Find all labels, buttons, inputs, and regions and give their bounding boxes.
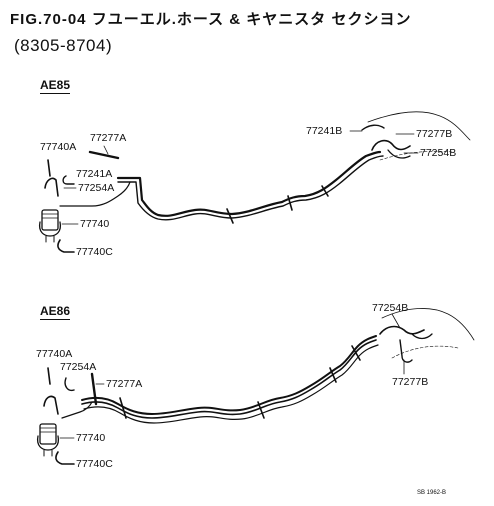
ae85-canister — [38, 209, 62, 243]
part-77277a: 77277A — [90, 132, 127, 144]
ae86-canister — [36, 423, 60, 457]
ae86-hose-77277a — [90, 372, 98, 406]
part-77740a: 77740A — [40, 141, 77, 153]
ae86-clip-4 — [351, 345, 361, 361]
part-77254b: 77254B — [420, 147, 457, 159]
ae86-fuel-line-1 — [81, 335, 377, 415]
ae85-connector-clamp — [387, 149, 411, 159]
ae86-clip-3 — [329, 367, 337, 383]
ae86-body-panel — [381, 308, 475, 341]
ae85-drawing — [38, 111, 471, 253]
ae86-hose-77740a — [47, 367, 51, 385]
ae86-clip-2 — [257, 401, 265, 419]
ae86-clip-1 — [119, 397, 127, 419]
section-label-ae86: AE86 — [40, 304, 71, 320]
ae85-clip-77241a — [62, 175, 75, 185]
part-77740c: 77740C — [76, 246, 113, 258]
ae86-leader-77254b — [391, 313, 401, 329]
ae85-body-panel-edge — [379, 150, 453, 161]
ae85-fuel-line-inner — [117, 155, 384, 221]
part-77241b: 77241B — [306, 125, 343, 137]
ae85-hose-77241b — [361, 124, 385, 131]
part-77254b: 77254B — [372, 302, 409, 314]
ae86-hose-77740c — [55, 451, 75, 465]
part-77740: 77740 — [80, 218, 110, 230]
ae85-clip-1 — [226, 208, 234, 224]
date-range: (8305-8704) — [14, 36, 113, 55]
ae85-hose-77740c — [57, 239, 75, 253]
ae85-clip-2 — [287, 195, 293, 211]
part-77740: 77740 — [76, 432, 106, 444]
ae85-body-panel — [367, 111, 471, 141]
ae86-connector-hose — [379, 325, 425, 335]
part-77740c: 77740C — [76, 458, 113, 470]
ae85-canister-line — [59, 181, 131, 207]
part-77254a: 77254A — [78, 182, 115, 194]
ae86-clip-77254a — [64, 377, 75, 392]
ae86-drawing — [36, 308, 475, 465]
ae86-canister-line — [61, 401, 93, 419]
ae85-hose-77277a — [88, 150, 120, 160]
part-77241a: 77241A — [76, 168, 113, 180]
ae85-fuel-line-outer — [116, 150, 382, 217]
ae85-leader-77277a — [103, 145, 109, 155]
ae86-body-panel-edge — [391, 345, 459, 359]
ae86-connector-clamp — [411, 333, 433, 340]
part-77277b: 77277B — [416, 128, 453, 140]
ae86-connector-drop — [399, 339, 413, 363]
part-77277b: 77277B — [392, 376, 429, 388]
ae85-hose-77740a — [47, 159, 51, 177]
section-label-ae85: AE85 — [40, 78, 71, 94]
figure-title: FIG.70-04 フユーエル.ホース & キヤニスタ セクシヨン — [10, 11, 412, 28]
part-77740a: 77740A — [36, 348, 73, 360]
ae85-hose-77740a-b — [44, 177, 59, 197]
ae85-connector-hose — [371, 139, 411, 151]
diagram-reference-code: SB 1962-B — [416, 490, 446, 496]
part-77254a: 77254A — [60, 361, 97, 373]
ae86-hose-77740a-b — [43, 395, 59, 415]
ae85-clip-3 — [321, 185, 329, 197]
part-77277a: 77277A — [106, 378, 143, 390]
